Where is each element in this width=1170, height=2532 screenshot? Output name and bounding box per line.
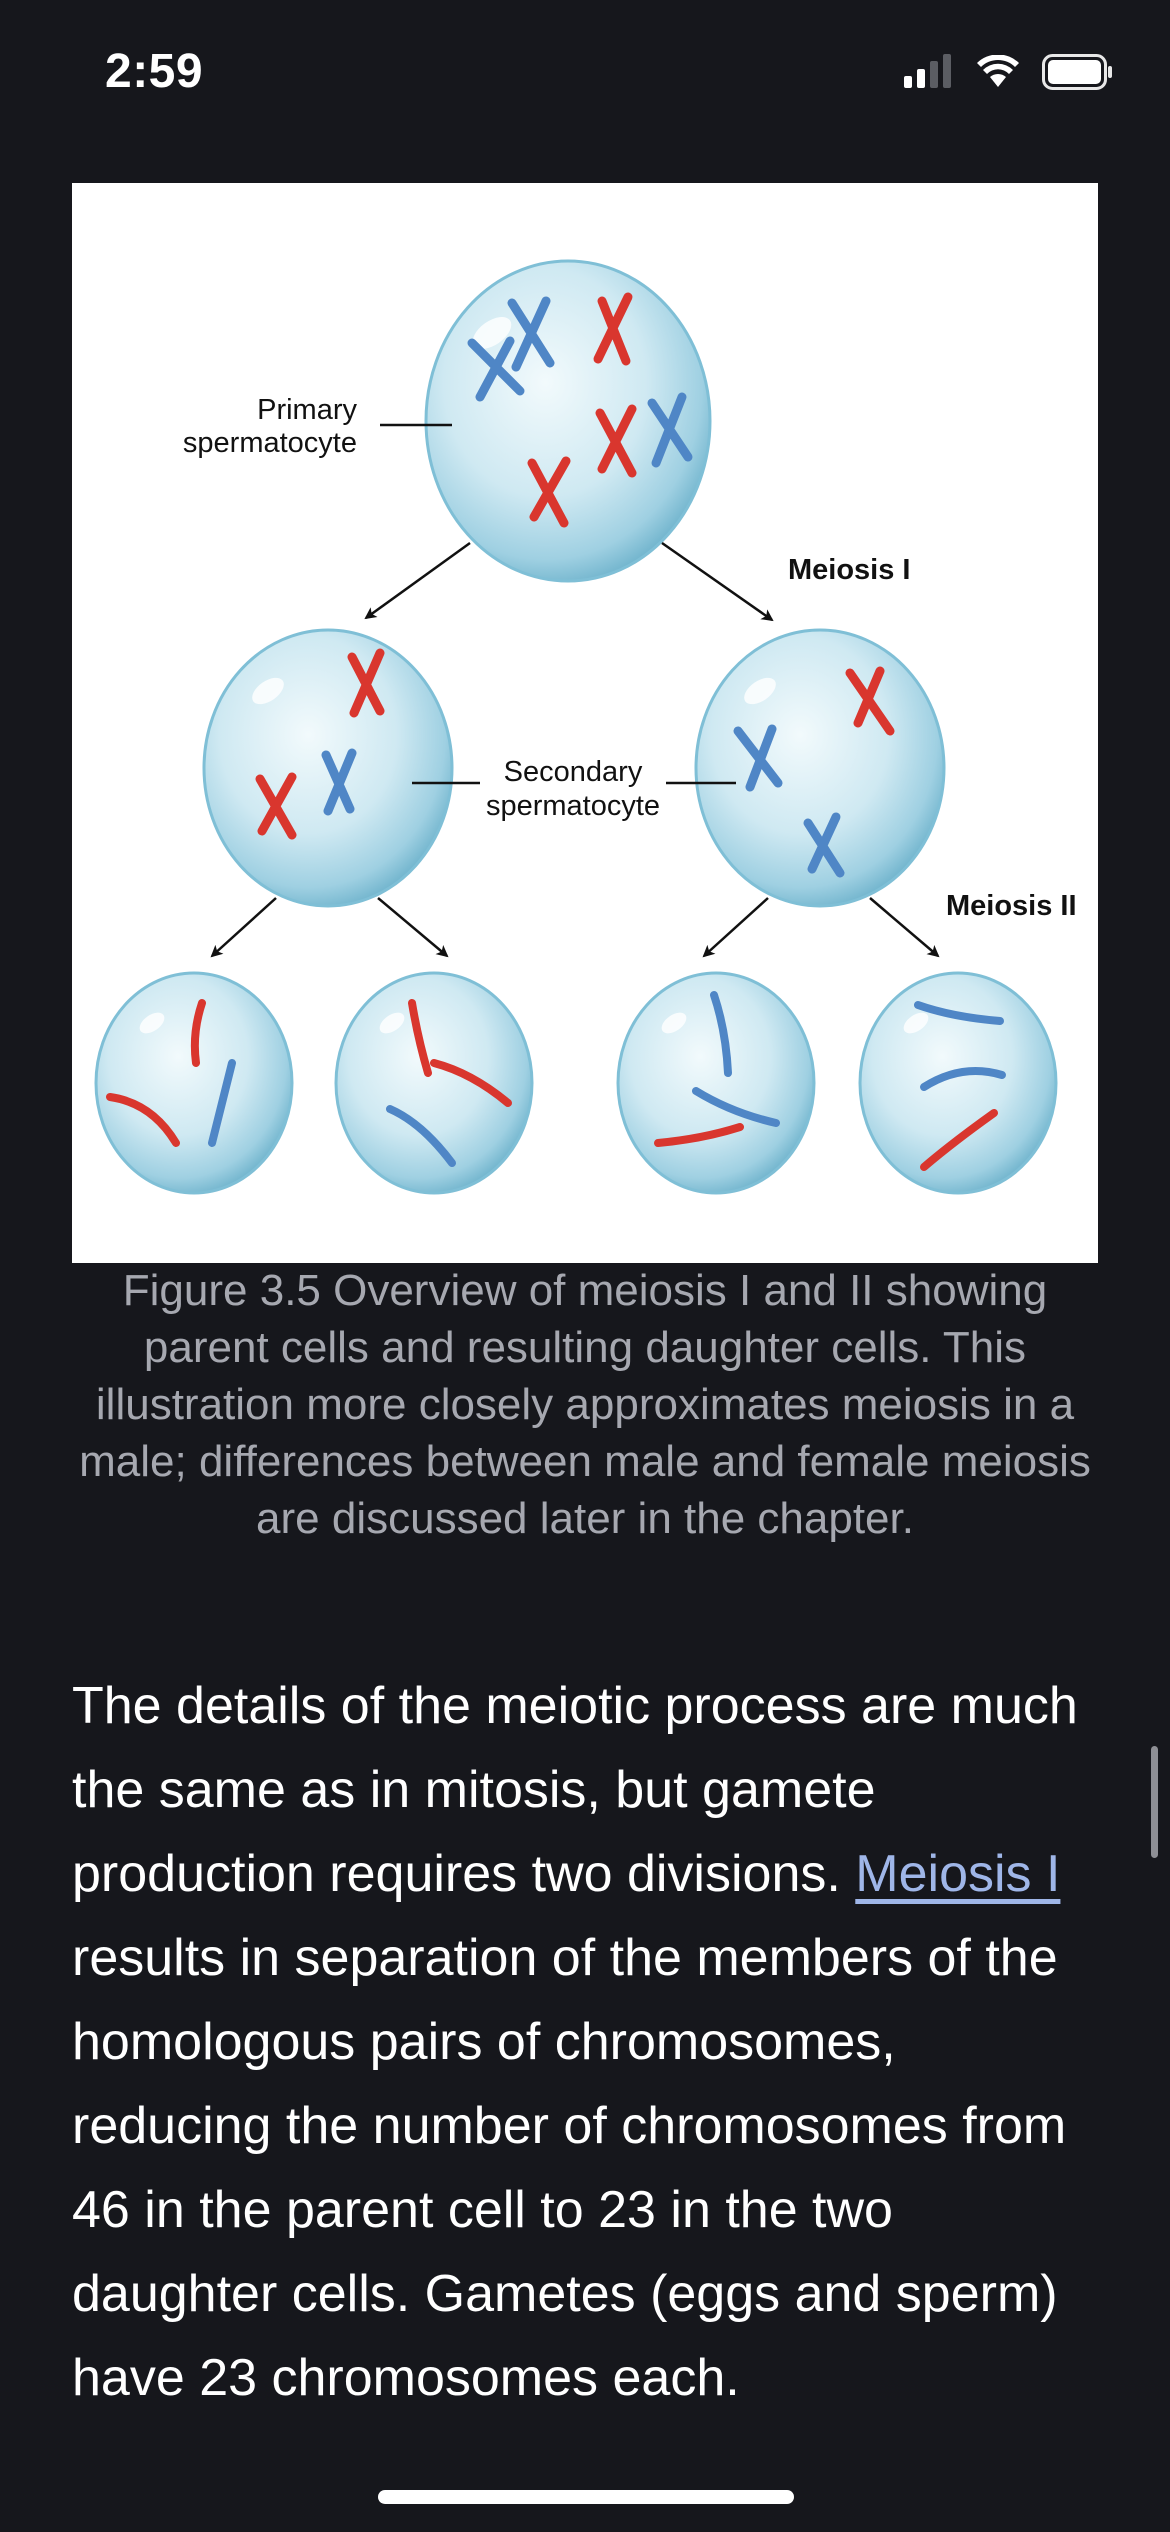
label-primary-line2: spermatocyte <box>183 427 357 459</box>
meiosis-i-link[interactable]: Meiosis I <box>855 1845 1061 1903</box>
label-secondary-line2: spermatocyte <box>486 790 660 822</box>
meiosis-figure: Primary spermatocyte Secondary spermatoc… <box>72 183 1098 1263</box>
label-primary-line1: Primary <box>257 394 357 426</box>
status-icons <box>904 52 1114 92</box>
signal-icon <box>904 54 951 88</box>
daughter-cell-4 <box>858 971 1058 1195</box>
daughter-cell-1 <box>94 971 294 1195</box>
secondary-cell-right <box>694 628 946 908</box>
primary-cell <box>424 259 712 583</box>
secondary-cell-left <box>202 628 454 908</box>
status-bar: 2:59 <box>0 0 1170 150</box>
daughter-cell-3 <box>616 971 816 1195</box>
body-paragraph: The details of the meiotic process are m… <box>72 1664 1102 2420</box>
label-meiosis-2: Meiosis II <box>946 890 1077 922</box>
home-indicator[interactable] <box>378 2490 794 2504</box>
label-secondary-line1: Secondary <box>504 756 643 788</box>
division-arrows <box>210 541 940 958</box>
status-time: 2:59 <box>105 45 204 98</box>
daughter-cell-2 <box>334 971 534 1195</box>
battery-icon <box>1042 54 1112 90</box>
figure-caption: Figure 3.5 Overview of meiosis I and II … <box>79 1266 1091 1543</box>
scroll-indicator[interactable] <box>1151 1746 1158 1858</box>
label-meiosis-1: Meiosis I <box>788 554 911 586</box>
wifi-icon <box>977 55 1019 87</box>
body-text-before: The details of the meiotic process are m… <box>72 1677 1078 1903</box>
body-text-after: results in separation of the members of … <box>72 1929 1067 2407</box>
leader-lines <box>380 423 736 785</box>
